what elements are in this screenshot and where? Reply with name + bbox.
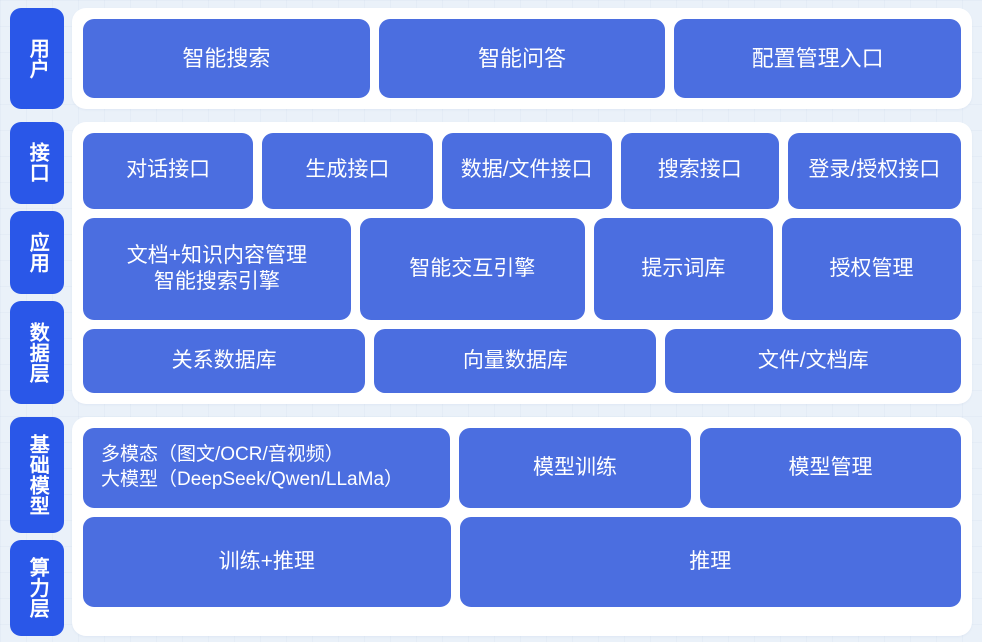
row-compute: 训练+推理推理 xyxy=(83,517,961,608)
box-interface-1[interactable]: 生成接口 xyxy=(262,132,433,209)
box-interface-3[interactable]: 搜索接口 xyxy=(620,132,779,209)
rail-middle: 接口应用数据层 xyxy=(10,121,64,405)
box-model-0[interactable]: 多模态（图文/OCR/音视频） 大模型（DeepSeek/Qwen/LLaMa） xyxy=(83,428,450,509)
box-interface-0[interactable]: 对话接口 xyxy=(83,132,254,209)
panel-base: 多模态（图文/OCR/音视频） 大模型（DeepSeek/Qwen/LLaMa）… xyxy=(72,417,972,636)
row-application: 文档+知识内容管理 智能搜索引擎智能交互引擎提示词库授权管理 xyxy=(83,217,962,321)
rail-tab-base-1[interactable]: 算力层 xyxy=(10,540,64,636)
box-application-0[interactable]: 文档+知识内容管理 智能搜索引擎 xyxy=(83,217,351,321)
rail-tab-user-0[interactable]: 用户 xyxy=(10,8,64,109)
rail-user: 用户 xyxy=(10,8,64,109)
box-data-1[interactable]: 向量数据库 xyxy=(374,329,657,394)
box-interface-2[interactable]: 数据/文件接口 xyxy=(441,132,612,209)
box-user-entries-2[interactable]: 配置管理入口 xyxy=(674,19,962,98)
panel-middle: 对话接口生成接口数据/文件接口搜索接口登录/授权接口文档+知识内容管理 智能搜索… xyxy=(72,121,972,405)
panel-user: 智能搜索智能问答配置管理入口 xyxy=(72,8,972,109)
box-user-entries-0[interactable]: 智能搜索 xyxy=(83,19,370,98)
box-compute-1[interactable]: 推理 xyxy=(459,517,961,608)
rail-tab-middle-0[interactable]: 接口 xyxy=(10,121,64,205)
rail-tab-base-0[interactable]: 基础模型 xyxy=(10,417,64,534)
box-compute-0[interactable]: 训练+推理 xyxy=(83,517,451,608)
rail-tab-middle-1[interactable]: 应用 xyxy=(10,211,64,294)
row-user-entries: 智能搜索智能问答配置管理入口 xyxy=(83,19,962,98)
rail-base: 基础模型算力层 xyxy=(10,417,64,636)
box-application-2[interactable]: 提示词库 xyxy=(593,217,773,321)
box-interface-4[interactable]: 登录/授权接口 xyxy=(787,132,961,209)
section-middle: 接口应用数据层对话接口生成接口数据/文件接口搜索接口登录/授权接口文档+知识内容… xyxy=(10,121,972,405)
row-data: 关系数据库向量数据库文件/文档库 xyxy=(83,329,962,394)
row-model: 多模态（图文/OCR/音视频） 大模型（DeepSeek/Qwen/LLaMa）… xyxy=(83,428,961,509)
box-data-0[interactable]: 关系数据库 xyxy=(83,329,366,394)
box-model-1[interactable]: 模型训练 xyxy=(458,428,692,509)
box-user-entries-1[interactable]: 智能问答 xyxy=(378,19,666,98)
box-model-2[interactable]: 模型管理 xyxy=(700,428,961,509)
section-base: 基础模型算力层多模态（图文/OCR/音视频） 大模型（DeepSeek/Qwen… xyxy=(10,417,972,636)
box-data-2[interactable]: 文件/文档库 xyxy=(665,329,962,394)
row-interface: 对话接口生成接口数据/文件接口搜索接口登录/授权接口 xyxy=(83,132,961,209)
box-application-1[interactable]: 智能交互引擎 xyxy=(359,217,585,321)
section-user: 用户智能搜索智能问答配置管理入口 xyxy=(10,8,972,109)
rail-tab-middle-2[interactable]: 数据层 xyxy=(10,300,64,405)
box-application-3[interactable]: 授权管理 xyxy=(781,217,962,321)
